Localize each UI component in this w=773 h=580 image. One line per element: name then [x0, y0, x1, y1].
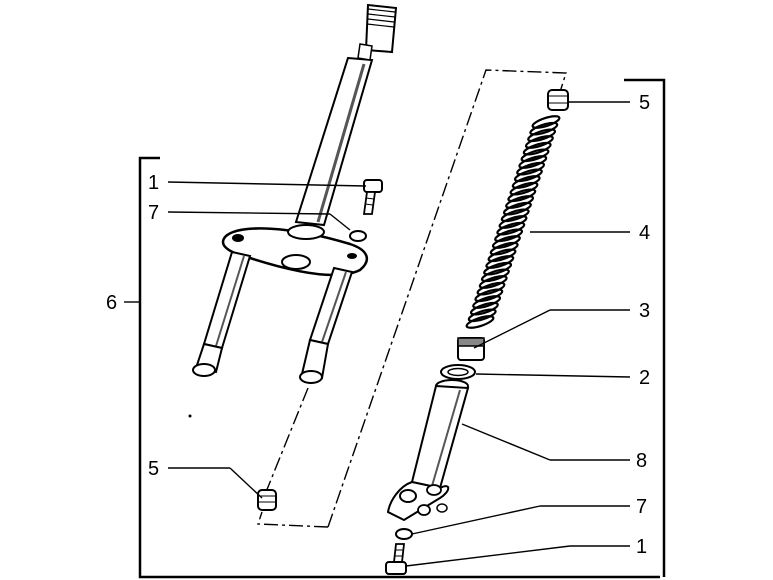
spring-coil	[520, 148, 550, 163]
steering-stem	[294, 3, 398, 227]
leader-spring-cap	[473, 309, 551, 349]
callout-left-bolt: 1	[148, 172, 159, 194]
assembly-axis-line	[257, 69, 567, 528]
spring-coil	[509, 181, 539, 196]
stray-marks	[188, 414, 192, 418]
leader-right-washer	[411, 505, 541, 535]
spring-coil	[469, 301, 499, 316]
spring-coil	[507, 188, 537, 203]
leader-right-bolt	[405, 545, 571, 567]
spring-coil	[527, 128, 557, 143]
spring-coil	[496, 221, 526, 236]
spring-coil	[500, 208, 530, 223]
left-bushing-part	[257, 489, 277, 511]
callout-left-washer: 7	[148, 202, 159, 224]
spring-coil	[524, 135, 554, 149]
leader-seal-ring	[475, 373, 631, 378]
callout-seal-ring: 2	[639, 367, 650, 389]
fork-leg-left	[192, 250, 252, 377]
right-washer-part	[395, 528, 413, 540]
callout-left-group: 6	[106, 292, 117, 314]
spring-coil	[518, 155, 548, 169]
callout-left-bushing: 5	[148, 458, 159, 480]
right-bushing-part	[547, 89, 569, 111]
leader-left-bolt	[167, 181, 367, 187]
callout-right-bolt: 1	[636, 536, 647, 558]
spring-coil	[513, 168, 543, 183]
spring-coil	[483, 261, 513, 276]
leader-left-washer	[167, 211, 331, 215]
spring-coil	[505, 195, 535, 209]
spring-coil	[516, 161, 546, 176]
callout-slider-tube: 8	[636, 450, 647, 472]
spring-coil	[472, 295, 502, 309]
spring-coil	[467, 308, 497, 323]
leader-lines	[124, 101, 631, 567]
right-bolt-part	[385, 543, 407, 575]
group-bracket-left	[138, 156, 660, 579]
spring-coil	[489, 241, 519, 256]
slider-tube-part	[386, 379, 470, 522]
left-washer-part	[349, 230, 367, 242]
spring-coil	[474, 288, 504, 303]
spring-coil	[498, 215, 528, 229]
spring-coil	[491, 235, 521, 249]
spring-coil	[485, 255, 515, 269]
left-bolt-part	[362, 179, 383, 215]
spring-cap-part	[457, 337, 485, 361]
spring-coil	[502, 201, 532, 216]
coil-spring-part	[465, 115, 561, 329]
spring-coil	[522, 141, 552, 156]
spring-coil	[465, 315, 495, 329]
callout-right-washer: 7	[636, 496, 647, 518]
spring-coil	[476, 281, 506, 296]
callout-spring: 4	[639, 222, 650, 244]
spring-coil	[478, 275, 508, 289]
spring-coil	[531, 115, 561, 129]
leader-slider-tube	[461, 423, 551, 461]
spring-coil	[487, 248, 517, 263]
group-bracket-right	[624, 78, 666, 577]
seal-ring-part	[440, 364, 476, 380]
callout-spring-cap: 3	[639, 300, 650, 322]
spring-coil	[480, 268, 510, 283]
spring-coil	[511, 175, 541, 189]
callout-right-bushing: 5	[639, 92, 650, 114]
fork-leg-right	[299, 266, 354, 384]
spring-coil	[494, 228, 524, 243]
spring-coil	[529, 121, 559, 136]
